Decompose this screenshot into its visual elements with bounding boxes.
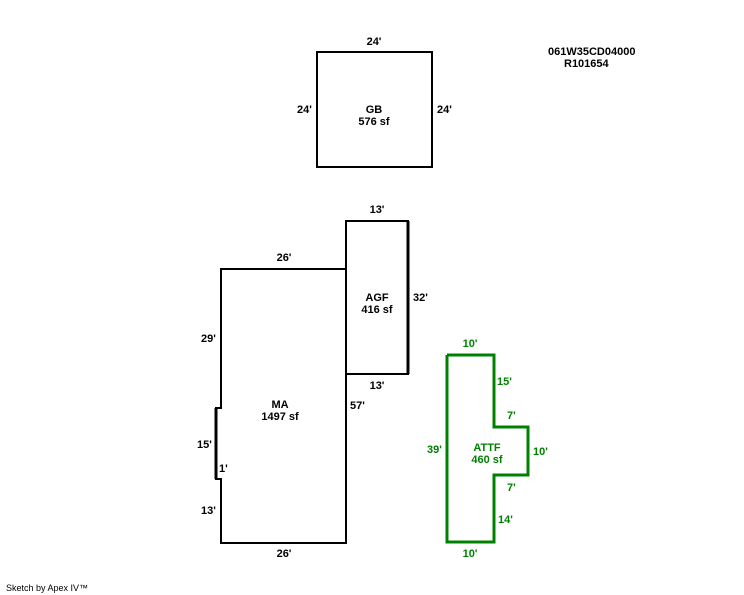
gb-label: GB 576 sf [358,104,389,128]
attf-bottom-dim: 10' [462,548,478,560]
ma-code: MA [271,399,289,411]
agf-top-dim: 13' [369,204,385,216]
gb-outline[interactable] [316,51,433,168]
agf-code: AGF [365,292,389,304]
ma-left-upper-dim: 29' [201,333,216,345]
agf-right-dim: 32' [413,292,428,304]
attf-code: ATTF [473,442,501,454]
gb-right-dim: 24' [437,104,452,116]
parcel-info: 061W35CD04000 R101654 [548,46,635,70]
account-id: R101654 [564,58,609,70]
attf-label: ATTF 460 sf [471,442,502,466]
attf-right-upper-dim: 15' [497,376,512,388]
attf-left-dim: 39' [427,444,442,456]
attf-area: 460 sf [471,454,503,466]
attf-bump-dim: 10' [533,446,548,458]
attf-outline[interactable] [445,353,530,544]
ma-top-dim: 26' [276,252,292,264]
ma-bump-depth-dim: 1' [219,463,228,475]
attf-step-in-dim: 7' [507,482,516,494]
attf-right-lower-dim: 14' [498,514,513,526]
agf-label: AGF 416 sf [361,292,392,316]
ma-right-dim: 57' [350,400,365,412]
ma-area: 1497 sf [261,411,299,423]
gb-area: 576 sf [358,116,390,128]
ma-bottom-dim: 26' [276,548,292,560]
ma-left-lower-dim: 13' [201,505,216,517]
attf-top-dim: 10' [462,338,478,350]
agf-area: 416 sf [361,304,393,316]
footer-credit: Sketch by Apex IV™ [6,583,89,593]
gb-code: GB [365,104,383,116]
gb-top-dim: 24' [366,36,382,48]
agf-bottom-dim: 13' [369,380,385,392]
attf-step-out-dim: 7' [507,410,516,422]
ma-label: MA 1497 sf [261,399,298,423]
ma-bump-dim: 15' [197,439,212,451]
parcel-id: 061W35CD04000 [548,46,636,58]
gb-left-dim: 24' [297,104,312,116]
